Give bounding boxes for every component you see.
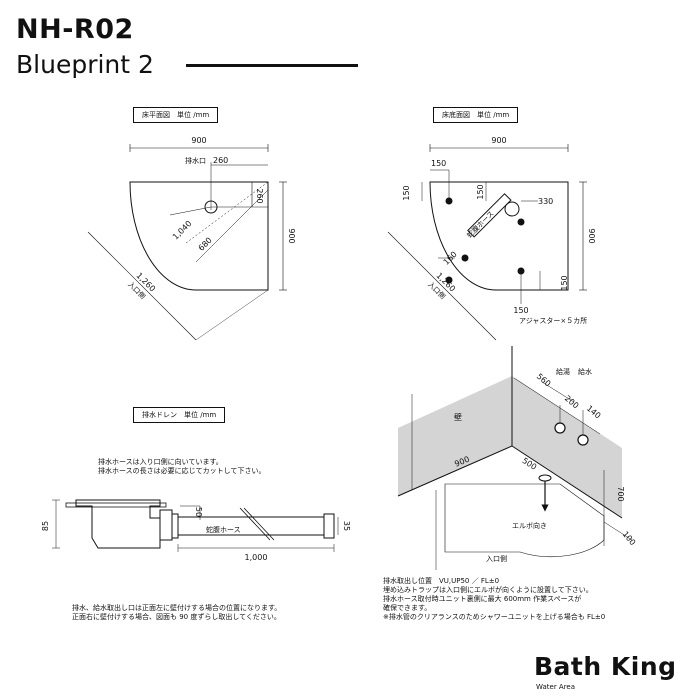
perspective-entrance-label: 入口側: [486, 554, 507, 563]
adjuster-feet: [445, 197, 525, 284]
back-wall: [398, 376, 512, 496]
bottom-depth-value: 900: [587, 228, 596, 243]
drain-footer-line-2: 正面右に壁付けする場合、図面も 90 度ずらし取出してください。: [72, 613, 281, 621]
bottom-offset-150: 150: [513, 306, 528, 315]
drain-note-line-1: 排水ホースは入り口側に向いています。: [98, 458, 223, 466]
hot-water-outlet: [554, 422, 566, 434]
dim-700: 700: [616, 486, 625, 501]
dim-560: 560: [535, 372, 552, 389]
inner-dimension: 1,040: [171, 219, 194, 242]
drain-offset-y: 260: [255, 188, 264, 203]
adjuster-note: アジャスター×５カ所: [519, 316, 587, 325]
bottom-plan-outline: [429, 181, 569, 291]
dimension-160: 160: [442, 250, 459, 267]
perspective-note-line-3: 排水ホース取付時ユニット裏側に最大 600mm 作業スペースが: [383, 595, 582, 603]
drain-footer-note: 排水、給水取出し口は正面左に壁付けする場合の位置になります。 正面右に壁付けする…: [72, 604, 281, 622]
brand-logo: Bath King: [534, 652, 677, 681]
perspective-diagram: [397, 346, 633, 570]
drain-section-diagram: [52, 499, 339, 552]
outlet-height-50: 50: [194, 507, 203, 517]
drain-note: 排水ホースは入り口側に向いています。 排水ホースの長さは必要に応じてカットして下…: [98, 458, 265, 476]
hose-length: 1,000: [245, 553, 268, 562]
perspective-note-line-1: 排水取出し位置 VU,UP50 ／ FL±0: [383, 577, 500, 585]
radius-dimension: 680: [197, 236, 214, 253]
drain-offset-x: 260: [213, 156, 228, 165]
drain-hole: [204, 200, 218, 214]
perspective-note-line-5: ※排水管のクリアランスのためシャワーユニットを上げる場合も FL±0: [383, 613, 606, 621]
vertical-offset-150: 150: [476, 184, 485, 199]
side-wall: [512, 376, 622, 518]
cold-water-label: 給水: [578, 367, 592, 376]
dim-100: 100: [621, 530, 638, 547]
drain-outlet-label: 排水口: [185, 156, 206, 165]
hose-label-section: 蛇腹ホース: [206, 525, 241, 534]
bottom-plan-diagram: [387, 144, 587, 341]
drain-footer-line-1: 排水、給水取出し口は正面左に壁付けする場合の位置になります。: [72, 604, 282, 612]
cold-water-outlet: [577, 434, 589, 446]
elbow-direction-label: エルボ向き: [512, 521, 547, 530]
model-title: NH-R02: [16, 14, 134, 45]
drain-hole-bottom: [504, 201, 520, 217]
hose-diameter-35: 35: [342, 521, 351, 531]
drain-outlet-marker: [538, 474, 552, 482]
hose-label-bottom: 蛇腹ホース: [465, 209, 496, 240]
hot-water-label: 給湯: [556, 367, 570, 376]
dim-200: 200: [563, 394, 580, 411]
perspective-note: 排水取出し位置 VU,UP50 ／ FL±0 埋め込みトラップは入口側にエルボが…: [383, 577, 605, 622]
title-rule: [186, 64, 358, 67]
bottom-width-value: 900: [491, 136, 506, 145]
perspective-note-line-2: 埋め込みトラップは入口側にエルボが向くように設置して下さい。: [383, 586, 593, 594]
top-offset-150: 150: [402, 185, 411, 200]
wall-label: 壁: [454, 412, 462, 422]
dim-140: 140: [585, 404, 602, 421]
floor-plan-diagram: [87, 144, 287, 341]
drain-section-label: 排水ドレン 単位 /mm: [133, 407, 226, 423]
floor-plan-label: 床平面図 単位 /mm: [133, 107, 219, 123]
floor-depth-value: 900: [287, 228, 296, 243]
brand-tagline: Water Area: [536, 683, 576, 691]
blueprint-subtitle: Blueprint 2: [16, 50, 154, 79]
bottom-plan-label: 床底面図 単位 /mm: [433, 107, 519, 123]
dimension-330: 330: [538, 197, 553, 206]
right-offset-150: 150: [560, 275, 569, 290]
perspective-note-line-4: 確保できます。: [383, 604, 432, 612]
tray-outline: [444, 483, 605, 557]
left-offset-150: 150: [431, 159, 446, 168]
hose-channel: [467, 193, 512, 238]
floor-plan-outline: [129, 181, 269, 291]
floor-width-value: 900: [191, 136, 206, 145]
drain-note-line-2: 排水ホースの長さは必要に応じてカットして下さい。: [98, 467, 266, 475]
trap-height-85: 85: [41, 521, 50, 531]
